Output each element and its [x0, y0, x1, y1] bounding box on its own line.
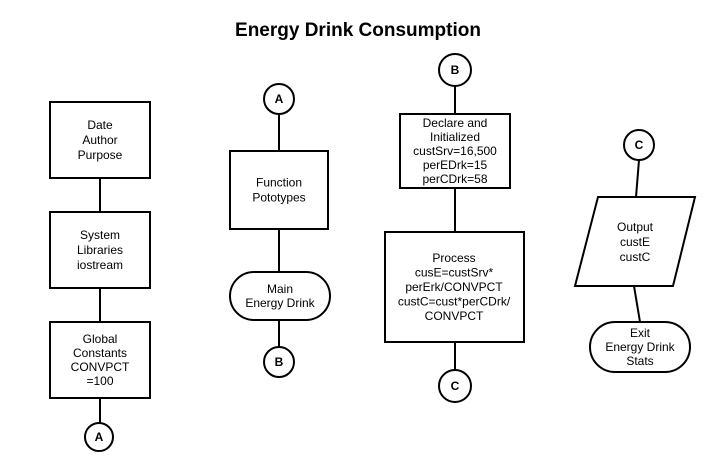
connector-b2: [438, 53, 472, 87]
declare-label-line-4: perEDrk=15: [423, 158, 488, 172]
libraries-label-line-2: Libraries: [77, 243, 123, 257]
connC1-label-line-1: C: [451, 379, 460, 393]
connA2-label-line-1: A: [275, 92, 284, 106]
edges: [99, 86, 641, 424]
connector-c2: [623, 129, 655, 161]
process-label-line-5: CONVPCT: [425, 309, 484, 323]
output-label-line-2: custE: [620, 235, 650, 249]
header-box: [49, 101, 151, 179]
constants-label-line-3: CONVPCT: [71, 360, 130, 374]
exit-terminator: [589, 321, 691, 373]
declare-label-line-1: Declare and: [423, 116, 488, 130]
exit-label-line-3: Stats: [626, 354, 653, 368]
constants-label-line-1: Global: [83, 332, 118, 346]
connA1-label-line-1: A: [95, 430, 104, 444]
edge-connC2-output: [635, 159, 640, 198]
node-labels: DateAuthorPurposeSystemLibrariesiostream…: [71, 63, 676, 444]
prototypes-label-line-2: Pototypes: [252, 191, 305, 205]
connB2-label-line-1: B: [451, 63, 460, 77]
process-label-line-1: Process: [432, 251, 475, 265]
process-label-line-4: custC=cust*perCDrk/: [398, 295, 511, 309]
process-label-line-3: perErk/CONVPCT: [405, 280, 503, 294]
output-label-line-1: Output: [617, 220, 654, 234]
libraries-box: [49, 211, 151, 289]
main-label-line-2: Energy Drink: [245, 296, 315, 310]
edge-output-exit: [633, 285, 641, 323]
header-label-line-1: Date: [87, 118, 113, 132]
connector-c1: [438, 369, 472, 403]
main-terminator: [229, 271, 331, 321]
constants-box: [49, 321, 151, 399]
declare-label-line-5: perCDrk=58: [422, 172, 487, 186]
header-label-line-2: Author: [82, 133, 117, 147]
process-box: [384, 231, 525, 343]
libraries-label-line-1: System: [80, 228, 120, 242]
exit-label-line-2: Energy Drink: [605, 340, 675, 354]
process-label-line-2: cusE=custSrv*: [415, 266, 494, 280]
connector-a2: [263, 83, 295, 115]
prototypes-label-line-1: Function: [256, 176, 302, 190]
diagram-title: Energy Drink Consumption: [235, 20, 481, 41]
declare-label-line-3: custSrv=16,500: [413, 144, 497, 158]
declare-box: [399, 113, 511, 189]
exit-label-line-1: Exit: [630, 326, 651, 340]
header-label-line-3: Purpose: [78, 148, 123, 162]
libraries-label-line-3: iostream: [77, 258, 123, 272]
connector-a1: [84, 422, 114, 452]
output-parallelogram: [573, 196, 697, 287]
connC2-label-line-1: C: [635, 138, 644, 152]
prototypes-box: [229, 150, 329, 230]
constants-label-line-4: =100: [86, 374, 113, 388]
declare-label-line-2: Initialized: [430, 130, 480, 144]
constants-label-line-2: Constants: [73, 346, 127, 360]
output-label-line-3: custC: [620, 250, 651, 264]
connector-b1: [263, 346, 295, 378]
connB1-label-line-1: B: [275, 355, 284, 369]
main-label-line-1: Main: [267, 282, 293, 296]
